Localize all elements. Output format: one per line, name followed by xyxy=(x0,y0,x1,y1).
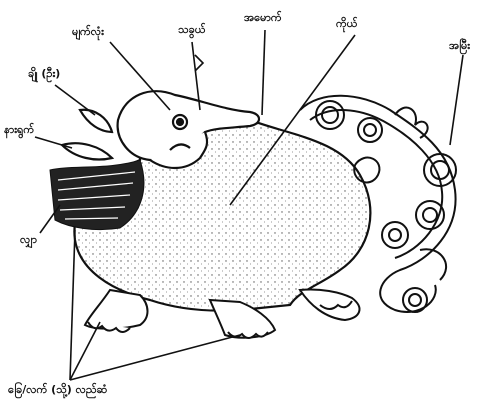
tusk-label: သခွယ် xyxy=(178,24,206,35)
eye-label: မျက်လုံး xyxy=(72,26,104,37)
body-label: ကိုယ် xyxy=(336,18,357,29)
tongue-label: လျှာ xyxy=(20,234,37,245)
feet-label: ခြေ/လက် (သို့) လည်ဆံ xyxy=(8,384,107,395)
nose-label: အမောက် xyxy=(244,12,282,23)
horn-label: ချို (ဦး) xyxy=(28,68,60,79)
tail-label: အမြီး xyxy=(449,40,470,51)
ear-label: နားရွက် xyxy=(4,124,34,135)
